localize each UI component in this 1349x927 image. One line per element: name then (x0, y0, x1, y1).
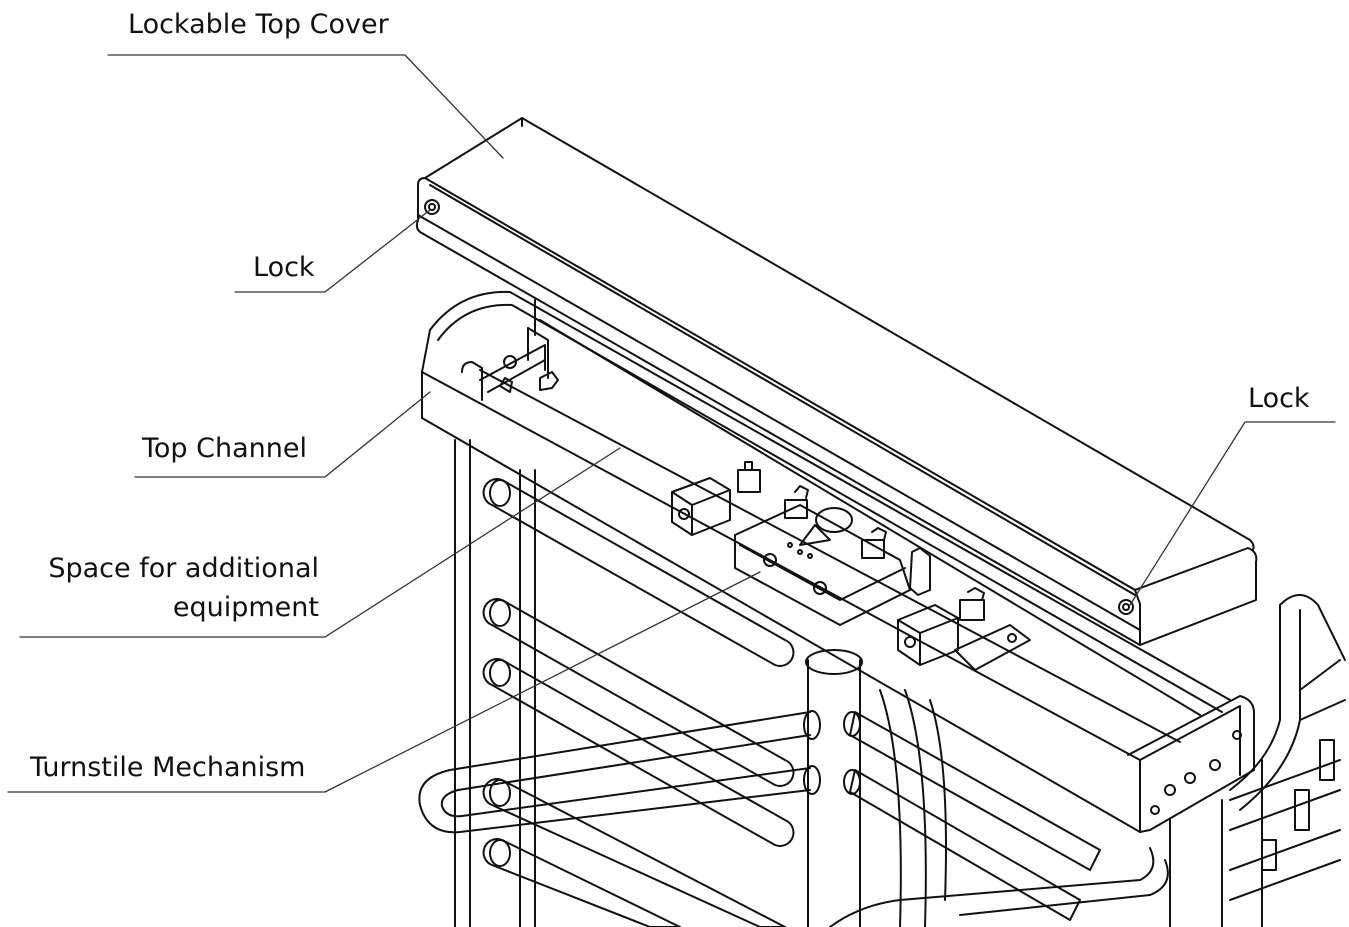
callout-top-cover: Lockable Top Cover (128, 9, 389, 40)
callout-lock-right: Lock (1248, 383, 1310, 414)
callout-space-line2: equipment (172, 592, 319, 623)
top-cover (415, 117, 1258, 646)
callout-turnstile-mechanism: Turnstile Mechanism (30, 752, 306, 783)
mounting-bracket (461, 327, 559, 401)
rotor-tubes-right (829, 689, 1169, 927)
leader-lines (7, 54, 1336, 793)
callout-top-channel: Top Channel (142, 433, 307, 464)
callout-lock-left: Lock (253, 252, 315, 283)
callout-space-line1: Space for additional (48, 553, 319, 584)
rotor-arms (418, 710, 821, 834)
lock-icon (424, 199, 1134, 615)
right-frame-tube (1229, 594, 1346, 901)
turnstile-mechanism (671, 461, 1031, 671)
fixed-barrier-tubes (482, 478, 795, 927)
top-channel (421, 290, 1256, 833)
